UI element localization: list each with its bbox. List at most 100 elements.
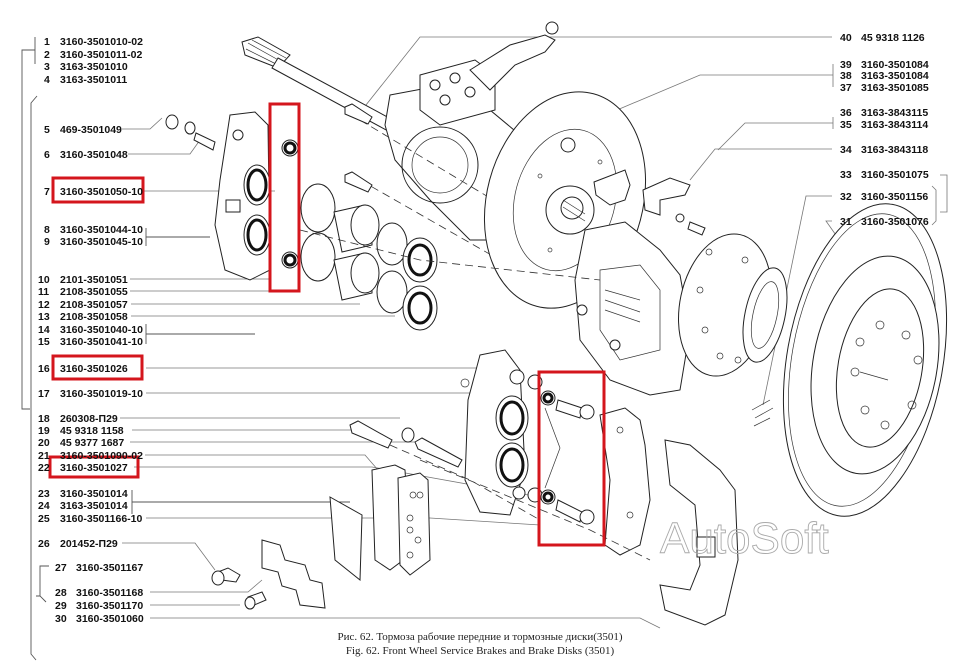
part-label-11: 11 2108-3501055 bbox=[38, 286, 128, 298]
part-label-number: 15 bbox=[38, 336, 50, 348]
part-label-number: 18 bbox=[38, 413, 50, 425]
part-label-number: 3 bbox=[44, 61, 50, 73]
part-label-number-code: 3163-3501011 bbox=[60, 74, 127, 86]
part-label-number-code: 2101-3501051 bbox=[60, 274, 128, 286]
part-label-38: 38 3163-3501084 bbox=[840, 70, 929, 82]
part-label-number: 28 bbox=[55, 587, 67, 599]
part-label-number: 35 bbox=[840, 119, 852, 131]
left-brackets bbox=[21, 37, 350, 661]
part-label-number: 14 bbox=[38, 324, 50, 336]
part-label-number: 34 bbox=[840, 144, 852, 156]
part-label-number-code: 45 9318 1158 bbox=[60, 425, 124, 437]
part-label-number-code: 2108-3501055 bbox=[60, 286, 128, 298]
part-label-number-code: 3160-3501170 bbox=[76, 600, 143, 612]
part-label-number-code: 260308-П29 bbox=[60, 413, 118, 425]
part-label-number: 8 bbox=[44, 224, 50, 236]
part-label-number-code: 3160-3501041-10 bbox=[60, 336, 143, 348]
left-part-labels: 1 3160-3501010-02 2 3160-3501011-02 3 3163-35… bbox=[38, 36, 144, 625]
part-label-number-code: 3163-3843115 bbox=[861, 107, 928, 119]
part-label-number-code: 3160-3501019-10 bbox=[60, 388, 143, 400]
part-label-number: 23 bbox=[38, 488, 50, 500]
part-label-number-code: 3160-3501011-02 bbox=[60, 49, 142, 61]
part-label-number-code: 3160-3501050-10 bbox=[60, 186, 143, 198]
part-label-number-code: 3160-3501166-10 bbox=[60, 513, 142, 525]
part-label-number: 37 bbox=[840, 82, 852, 94]
part-label-number-code: 3160-3501048 bbox=[60, 149, 128, 161]
part-label-number-code: 3160-3501026 bbox=[60, 363, 128, 375]
part-label-15: 15 3160-3501041-10 bbox=[38, 336, 143, 348]
brake-disc bbox=[782, 203, 948, 517]
part-label-25: 25 3160-3501166-10 bbox=[38, 513, 142, 525]
part-label-19: 19 45 9318 1158 bbox=[38, 425, 124, 437]
part-label-number-code: 3160-3501040-10 bbox=[60, 324, 143, 336]
part-label-7: 7 3160-3501050-10 bbox=[44, 186, 143, 198]
part-label-number-code: 3160-3501014 bbox=[60, 488, 128, 500]
part-label-21: 21 3160-3501090-02 bbox=[38, 450, 143, 462]
part-label-number: 5 bbox=[44, 124, 50, 136]
part-label-23: 23 3160-3501014 bbox=[38, 488, 128, 500]
part-label-4: 4 3163-3501011 bbox=[44, 74, 127, 86]
part-label-number-code: 3160-3501090-02 bbox=[60, 450, 143, 462]
sensor-bracket bbox=[593, 169, 706, 236]
part-label-number-code: 3163-3501010 bbox=[60, 61, 128, 73]
part-label-number-code: 3160-3501010-02 bbox=[60, 36, 143, 48]
wheel-hub bbox=[678, 233, 788, 427]
part-label-number: 12 bbox=[38, 299, 50, 311]
part-label-number: 25 bbox=[38, 513, 50, 525]
part-label-number: 38 bbox=[840, 70, 852, 82]
part-label-number: 24 bbox=[38, 500, 50, 512]
highlight-box-label-7 bbox=[51, 176, 145, 204]
part-label-number: 19 bbox=[38, 425, 50, 437]
part-label-10: 10 2101-3501051 bbox=[38, 274, 128, 286]
assembly-axes bbox=[299, 229, 651, 561]
part-label-number: 26 bbox=[38, 538, 50, 550]
part-label-number: 33 bbox=[840, 169, 852, 181]
lower-caliper bbox=[460, 349, 543, 516]
part-label-number: 11 bbox=[38, 286, 49, 298]
part-label-28: 28 3160-3501168 bbox=[55, 587, 143, 599]
part-label-number-code: 3163-3501084 bbox=[861, 70, 929, 82]
part-label-8: 8 3160-3501044-10 bbox=[44, 224, 143, 236]
part-label-number-code: 3160-3501075 bbox=[861, 169, 929, 181]
part-label-number-code: 3163-3501085 bbox=[861, 82, 929, 94]
upper-pistons-and-seals bbox=[281, 103, 438, 331]
part-label-12: 12 2108-3501057 bbox=[38, 299, 128, 311]
highlight-box-upper-pins bbox=[268, 102, 301, 293]
highlight-box-lower-pins bbox=[537, 370, 606, 547]
part-label-number-code: 3160-3501045-10 bbox=[60, 236, 143, 248]
left-caliper bbox=[165, 111, 271, 281]
part-label-number: 17 bbox=[38, 388, 50, 400]
part-label-number-code: 3160-3501044-10 bbox=[60, 224, 143, 236]
watermark: AutoSoft bbox=[660, 514, 829, 563]
part-label-number: 10 bbox=[38, 274, 50, 286]
part-label-number: 4 bbox=[44, 74, 50, 86]
part-label-number: 13 bbox=[38, 311, 50, 323]
part-label-number: 31 bbox=[840, 216, 852, 228]
part-label-1: 1 3160-3501010-02 bbox=[44, 36, 143, 48]
highlight-boxes bbox=[48, 102, 606, 547]
brake-pads bbox=[329, 464, 431, 582]
part-label-3: 3 3163-3501010 bbox=[44, 61, 128, 73]
part-label-number: 21 bbox=[38, 450, 50, 462]
part-label-number: 2 bbox=[44, 49, 50, 61]
caption-russian: Рис. 62. Тормоза рабочие передние и торм… bbox=[337, 631, 622, 643]
part-label-number-code: 3160-3501168 bbox=[76, 587, 143, 599]
part-label-number: 1 bbox=[44, 36, 50, 48]
part-label-number: 7 bbox=[44, 186, 50, 198]
part-label-number-code: 2108-3501057 bbox=[60, 299, 128, 311]
part-label-number-code: 3160-3501084 bbox=[861, 59, 929, 71]
highlight-box-label-16 bbox=[51, 354, 144, 381]
